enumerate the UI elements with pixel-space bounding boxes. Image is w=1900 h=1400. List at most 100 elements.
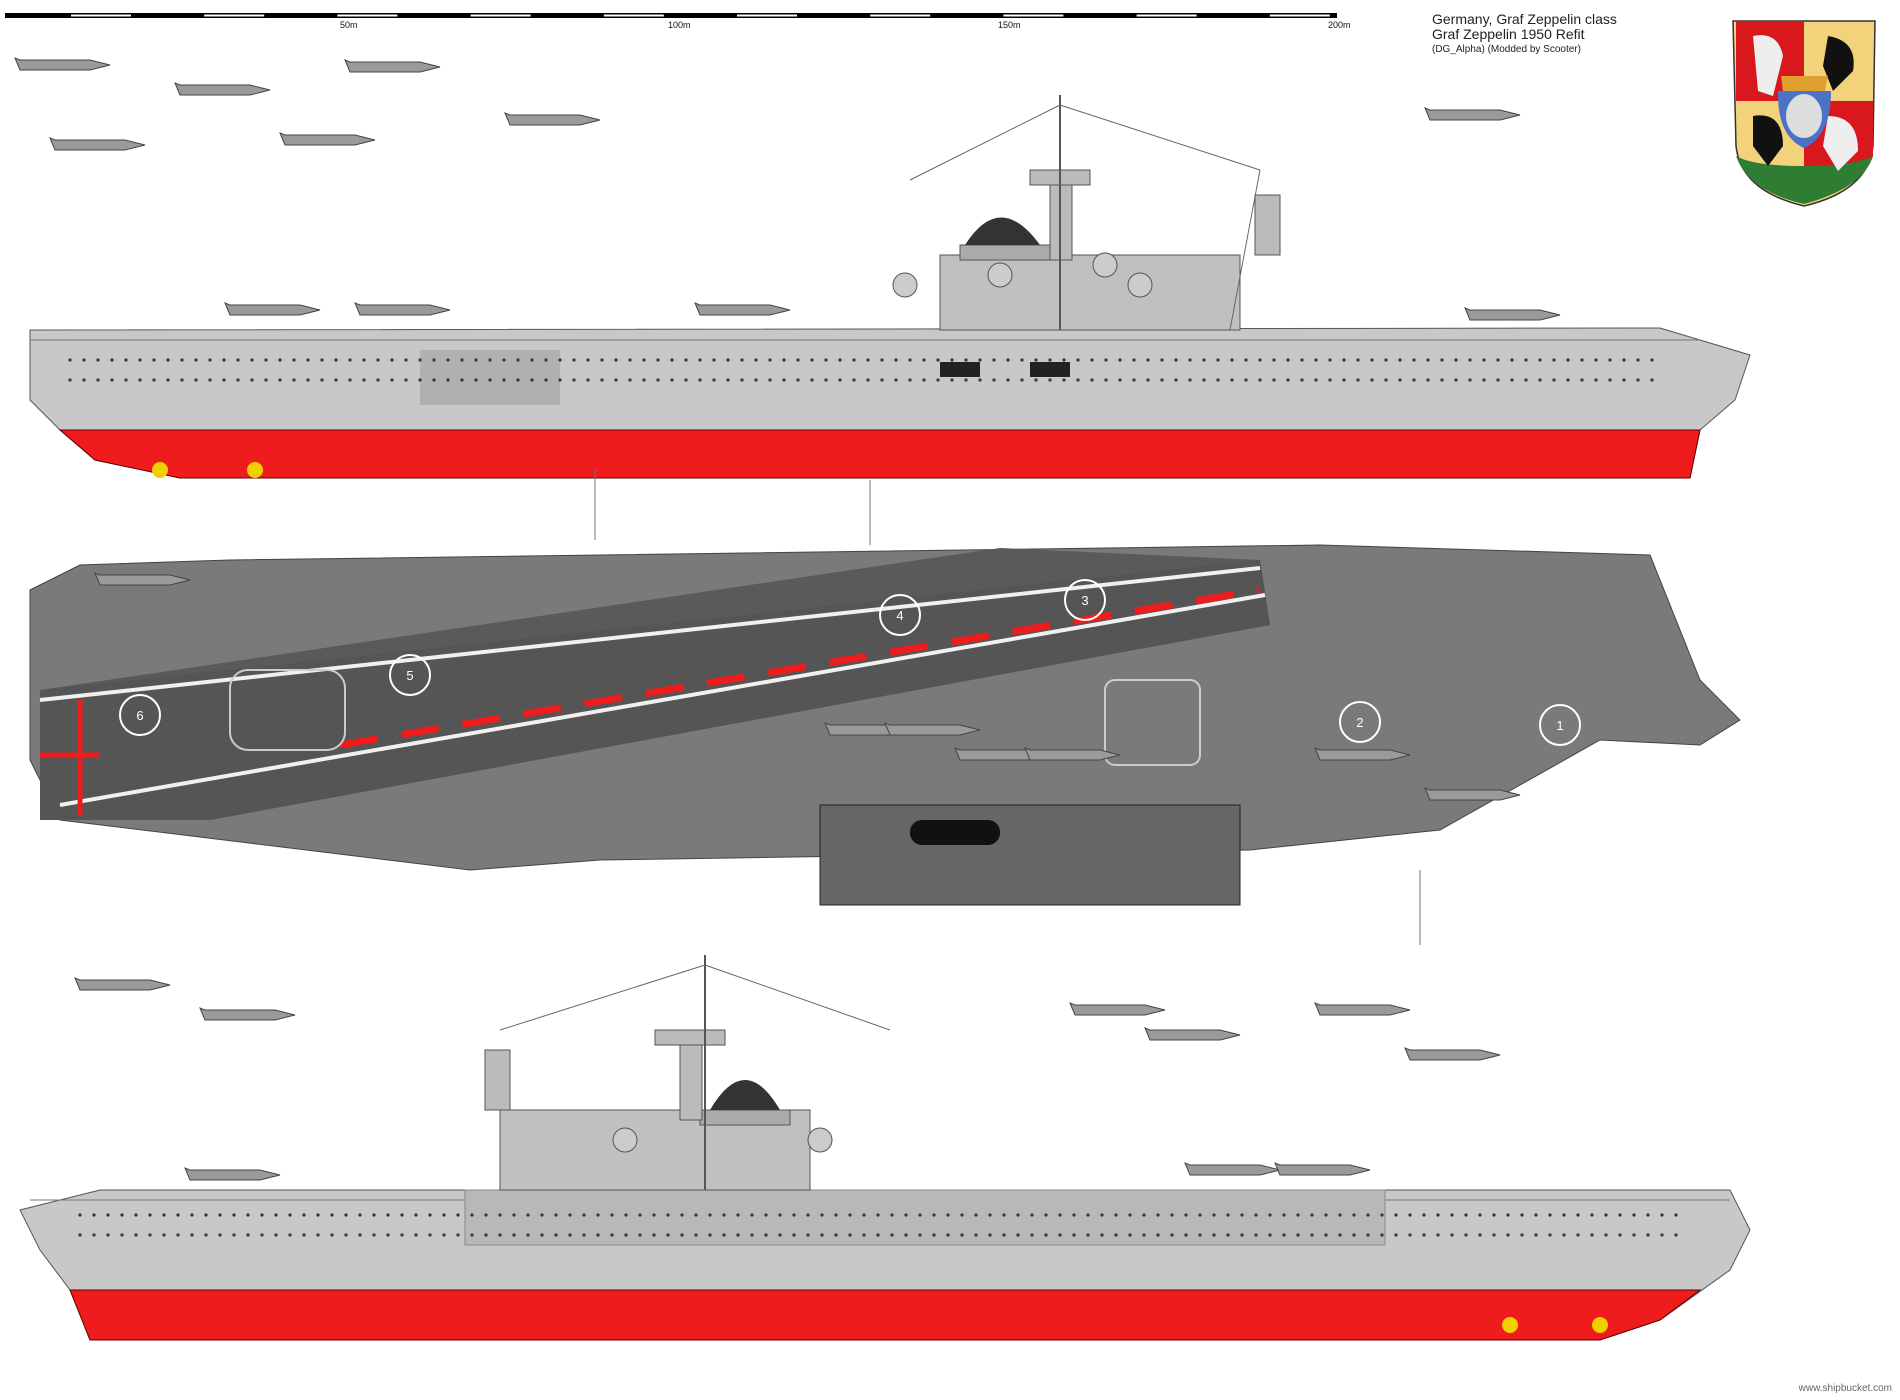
porthole <box>1016 1233 1020 1237</box>
porthole <box>1384 378 1388 382</box>
porthole <box>1506 1233 1510 1237</box>
porthole <box>264 378 268 382</box>
porthole <box>712 378 716 382</box>
porthole <box>586 378 590 382</box>
porthole <box>1478 1213 1482 1217</box>
porthole <box>1100 1233 1104 1237</box>
porthole <box>498 1233 502 1237</box>
porthole <box>180 358 184 362</box>
porthole <box>152 378 156 382</box>
porthole <box>1202 378 1206 382</box>
porthole <box>698 378 702 382</box>
aircraft-icon <box>1069 1002 1166 1016</box>
porthole <box>694 1213 698 1217</box>
porthole <box>754 358 758 362</box>
porthole <box>320 358 324 362</box>
porthole <box>1548 1213 1552 1217</box>
porthole <box>1464 1213 1468 1217</box>
scale-segment <box>204 14 265 17</box>
aircraft-icon <box>184 1167 281 1181</box>
porthole <box>1478 1233 1482 1237</box>
porthole <box>694 1233 698 1237</box>
porthole <box>400 1213 404 1217</box>
deck-spot-circle <box>1064 579 1106 621</box>
porthole <box>1590 1213 1594 1217</box>
porthole <box>810 378 814 382</box>
porthole <box>670 358 674 362</box>
porthole <box>782 358 786 362</box>
porthole <box>292 358 296 362</box>
porthole <box>120 1213 124 1217</box>
porthole <box>96 378 100 382</box>
porthole <box>1002 1213 1006 1217</box>
porthole <box>222 358 226 362</box>
porthole <box>92 1233 96 1237</box>
porthole <box>1216 358 1220 362</box>
porthole <box>722 1213 726 1217</box>
porthole <box>390 378 394 382</box>
porthole <box>820 1233 824 1237</box>
porthole <box>218 1233 222 1237</box>
porthole <box>1034 358 1038 362</box>
deck-spot-circle <box>389 654 431 696</box>
aircraft-icon <box>279 132 376 146</box>
porthole <box>568 1213 572 1217</box>
porthole <box>960 1213 964 1217</box>
porthole <box>1230 358 1234 362</box>
porthole <box>1118 358 1122 362</box>
aircraft-icon <box>1464 307 1561 321</box>
porthole <box>1496 378 1500 382</box>
porthole <box>1244 358 1248 362</box>
porthole <box>208 378 212 382</box>
porthole <box>964 358 968 362</box>
porthole <box>470 1213 474 1217</box>
porthole <box>904 1213 908 1217</box>
porthole <box>456 1213 460 1217</box>
porthole <box>596 1213 600 1217</box>
porthole <box>642 358 646 362</box>
porthole <box>1240 1213 1244 1217</box>
propeller-icon <box>247 462 263 478</box>
porthole <box>250 358 254 362</box>
porthole <box>1198 1213 1202 1217</box>
porthole <box>1380 1233 1384 1237</box>
porthole <box>908 378 912 382</box>
porthole <box>236 358 240 362</box>
porthole <box>1286 378 1290 382</box>
porthole <box>1422 1213 1426 1217</box>
porthole <box>880 358 884 362</box>
porthole <box>516 378 520 382</box>
porthole <box>1212 1233 1216 1237</box>
porthole <box>316 1213 320 1217</box>
porthole <box>302 1233 306 1237</box>
porthole <box>1650 358 1654 362</box>
porthole <box>1622 378 1626 382</box>
porthole <box>1384 358 1388 362</box>
porthole <box>834 1233 838 1237</box>
porthole <box>974 1233 978 1237</box>
side-view-starboard <box>29 95 1751 479</box>
porthole <box>1240 1233 1244 1237</box>
porthole <box>988 1233 992 1237</box>
porthole <box>190 1233 194 1237</box>
porthole <box>180 378 184 382</box>
porthole <box>1398 378 1402 382</box>
deck-spot-number: 1 <box>1556 718 1563 733</box>
porthole <box>778 1233 782 1237</box>
porthole <box>1356 358 1360 362</box>
porthole <box>750 1233 754 1237</box>
porthole <box>1146 378 1150 382</box>
porthole <box>404 358 408 362</box>
porthole <box>708 1233 712 1237</box>
porthole <box>1314 358 1318 362</box>
propeller-icon <box>1592 1317 1608 1333</box>
porthole <box>628 358 632 362</box>
porthole <box>894 378 898 382</box>
scale-segment <box>1269 14 1330 17</box>
porthole <box>540 1233 544 1237</box>
scale-label-200: 200m <box>1328 20 1351 30</box>
porthole <box>806 1233 810 1237</box>
porthole <box>1146 358 1150 362</box>
porthole <box>1030 1233 1034 1237</box>
porthole <box>1058 1213 1062 1217</box>
